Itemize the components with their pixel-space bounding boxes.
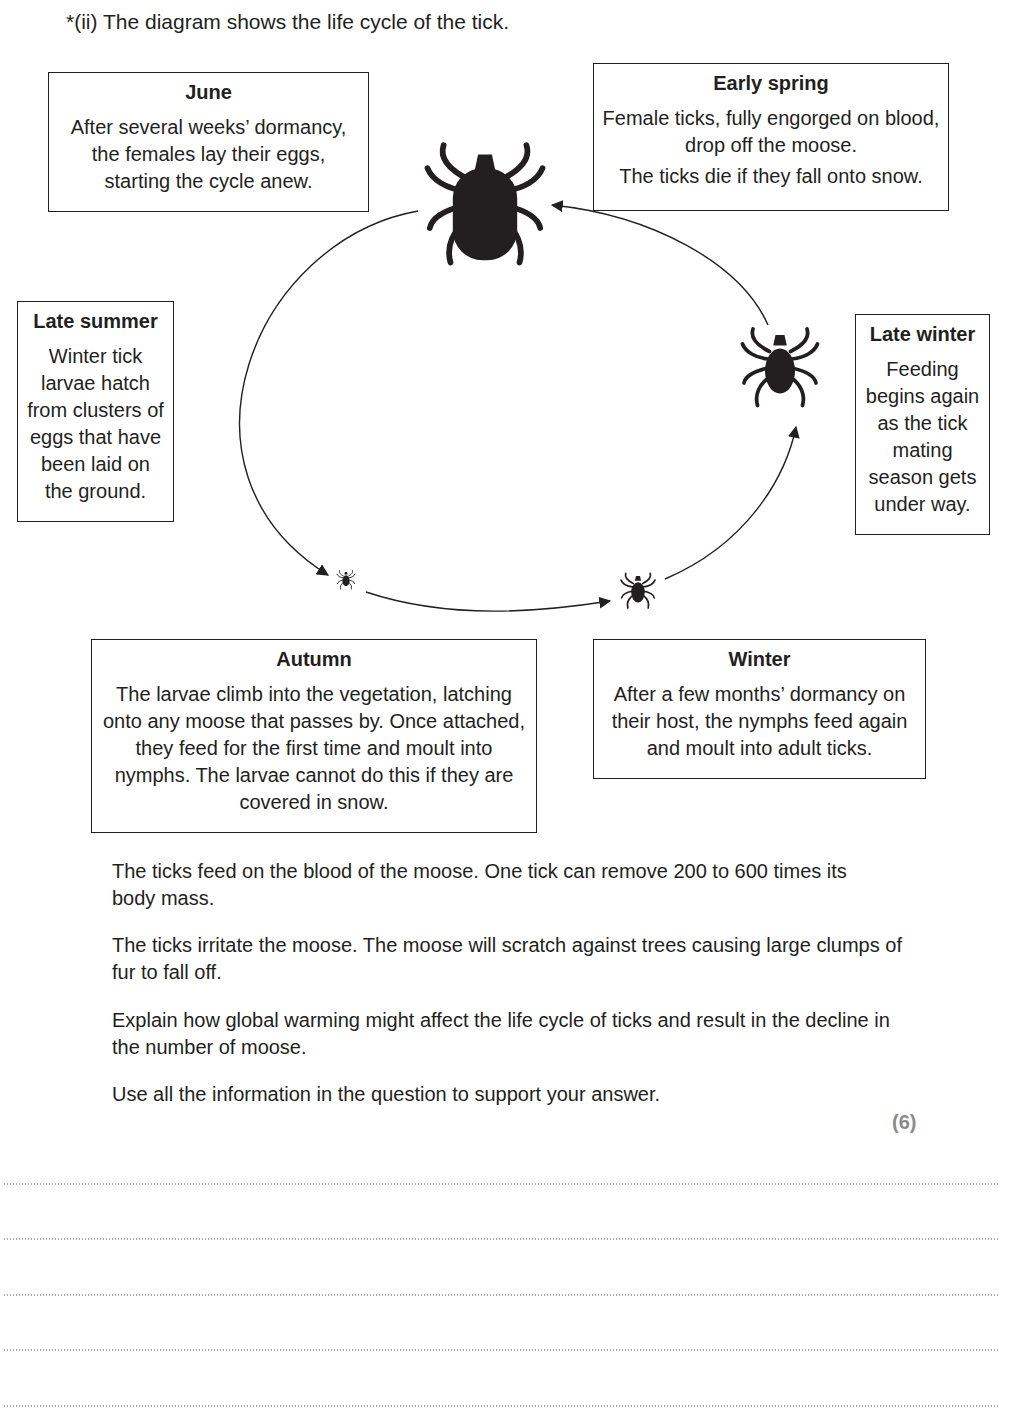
- stage-box: Late summerWinter tick larvae hatch from…: [17, 301, 174, 522]
- question-text: Use all the information in the question …: [112, 1081, 892, 1108]
- question-title: *(ii) The diagram shows the life cycle o…: [66, 8, 509, 35]
- tick-leg: [621, 580, 633, 587]
- stage-heading: June: [57, 79, 360, 106]
- stage-text: The larvae climb into the vegetation, la…: [100, 681, 528, 816]
- stage-box: Late winterFeeding begins again as the t…: [855, 314, 990, 535]
- tick-leg: [349, 574, 355, 578]
- tick-body: [765, 349, 795, 394]
- stage-heading: Late summer: [26, 308, 165, 335]
- tick-leg: [349, 571, 353, 576]
- stage-text: Winter tick larvae hatch from clusters o…: [26, 343, 165, 505]
- question-text: Explain how global warming might affect …: [112, 1007, 892, 1061]
- stage-heading: Winter: [602, 646, 917, 673]
- tick-head: [475, 154, 496, 170]
- question-text: The ticks irritate the moose. The moose …: [112, 932, 902, 986]
- tick-head: [773, 335, 787, 346]
- stage-box: Early springFemale ticks, fully engorged…: [593, 63, 949, 211]
- cycle-arrows: [240, 205, 796, 611]
- stage-text: After several weeks’ dormancy, the femal…: [57, 114, 360, 195]
- tick: [428, 145, 543, 262]
- tick-leg: [337, 574, 343, 578]
- tick: [621, 573, 655, 608]
- stage-text: After a few months’ dormancy on their ho…: [602, 681, 917, 762]
- tick-silhouettes: [337, 145, 818, 608]
- tick: [743, 329, 818, 406]
- tick-leg: [625, 573, 633, 583]
- tick-leg: [791, 329, 808, 352]
- stage-box: JuneAfter several weeks’ dormancy, the f…: [48, 72, 369, 212]
- stage-box: WinterAfter a few months’ dormancy on th…: [593, 639, 926, 779]
- tick-body: [453, 168, 517, 260]
- tick-head: [344, 572, 347, 575]
- tick: [337, 571, 355, 589]
- stage-box: AutumnThe larvae climb into the vegetati…: [91, 639, 537, 833]
- stage-text: Feeding begins again as the tick mating …: [864, 356, 981, 518]
- stage-heading: Late winter: [864, 321, 981, 348]
- tick-body: [631, 582, 645, 602]
- tick-leg: [643, 580, 655, 587]
- stage-heading: Autumn: [100, 646, 528, 673]
- tick-leg: [752, 329, 769, 352]
- tick-leg: [339, 571, 343, 576]
- tick-leg: [743, 344, 769, 359]
- tick-leg: [792, 344, 818, 359]
- tick-leg: [643, 573, 651, 583]
- mark-allocation: (6): [892, 1109, 932, 1136]
- stage-text: Female ticks, fully engorged on blood, d…: [602, 105, 940, 159]
- answer-lines: [4, 1184, 1000, 1406]
- tick-body: [342, 575, 349, 586]
- tick-head: [635, 576, 641, 581]
- stage-heading: Early spring: [602, 70, 940, 97]
- stage-text: The ticks die if they fall onto snow.: [602, 163, 940, 190]
- question-text: The ticks feed on the blood of the moose…: [112, 858, 892, 912]
